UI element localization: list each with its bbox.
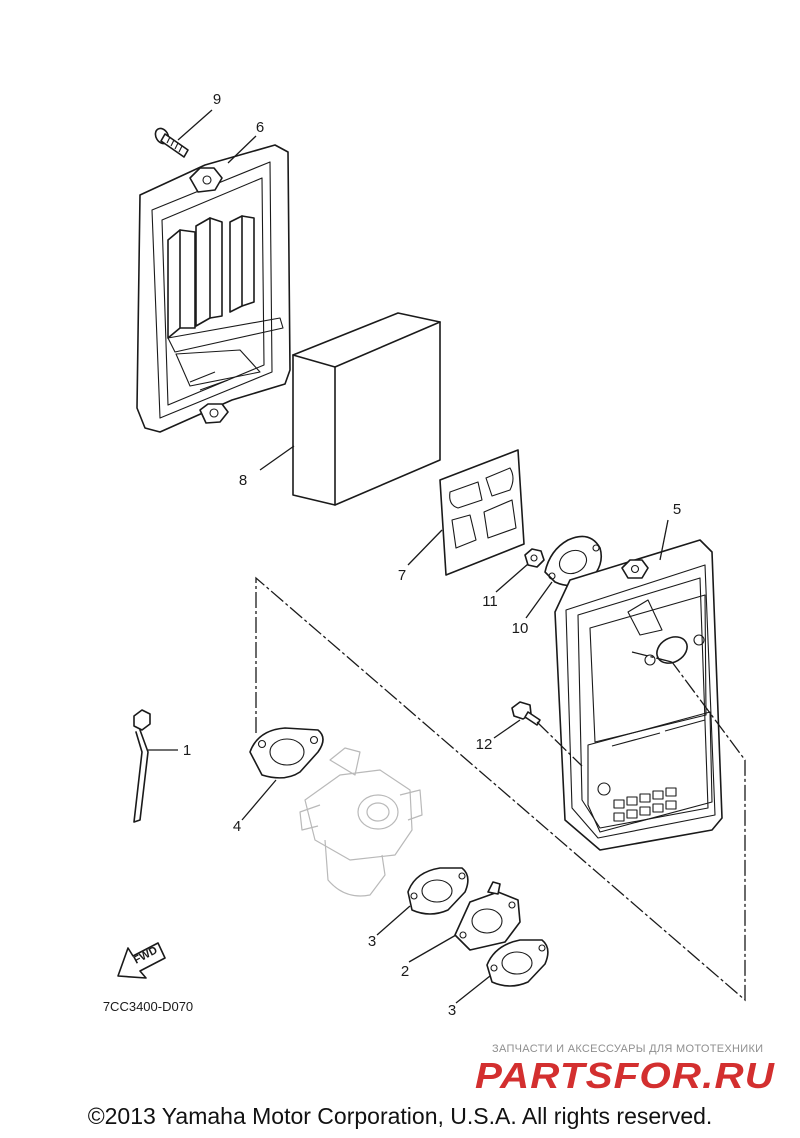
callout-2: 2 <box>401 963 409 980</box>
part-11-nut <box>524 548 545 568</box>
part-4-gasket <box>249 727 324 779</box>
vent-grille <box>613 787 677 822</box>
watermark-logo-text: PARTSFOR.RU <box>475 1056 775 1096</box>
part-10-joint-gasket <box>544 535 603 587</box>
callout-10: 10 <box>512 620 529 637</box>
fwd-arrow-icon: FWD <box>117 942 166 979</box>
diagram-code: 7CC3400-D070 <box>103 999 193 1014</box>
part-6-air-cleaner-case <box>136 144 291 433</box>
part-5-case-cover <box>554 539 723 851</box>
part-3-gasket-upper <box>407 867 469 915</box>
callout-11: 11 <box>482 593 498 610</box>
callout-4: 4 <box>233 818 241 835</box>
part-2-joint <box>454 881 521 951</box>
watermark-logo: PARTSFOR.RU <box>475 1056 775 1096</box>
watermark-caption: ЗАПЧАСТИ И АКСЕССУАРЫ ДЛЯ МОТОТЕХНИКИ <box>492 1043 764 1055</box>
callout-5: 5 <box>673 501 681 518</box>
callout-7: 7 <box>398 567 406 584</box>
callout-6: 6 <box>256 119 264 136</box>
callout-numbers: 9 6 8 7 5 11 10 12 1 4 3 2 3 <box>183 91 681 1019</box>
part-9-screw <box>154 127 189 158</box>
callout-3-upper: 3 <box>368 933 376 950</box>
carburetor-reference <box>299 747 423 897</box>
part-8-filter-element <box>292 312 441 506</box>
callout-9: 9 <box>213 91 221 108</box>
callout-3-lower: 3 <box>448 1002 456 1019</box>
callout-1: 1 <box>183 742 191 759</box>
part-7-gasket <box>439 449 525 576</box>
callout-12: 12 <box>476 736 493 753</box>
callout-8: 8 <box>239 472 247 489</box>
part-1-cable-tie <box>133 709 151 823</box>
part-12-bolt <box>511 701 541 726</box>
copyright-notice: ©2013 Yamaha Motor Corporation, U.S.A. A… <box>87 1103 713 1129</box>
leader-lines <box>148 109 669 1004</box>
part-3-gasket-lower <box>486 939 549 987</box>
assembly-lines <box>255 576 746 1002</box>
